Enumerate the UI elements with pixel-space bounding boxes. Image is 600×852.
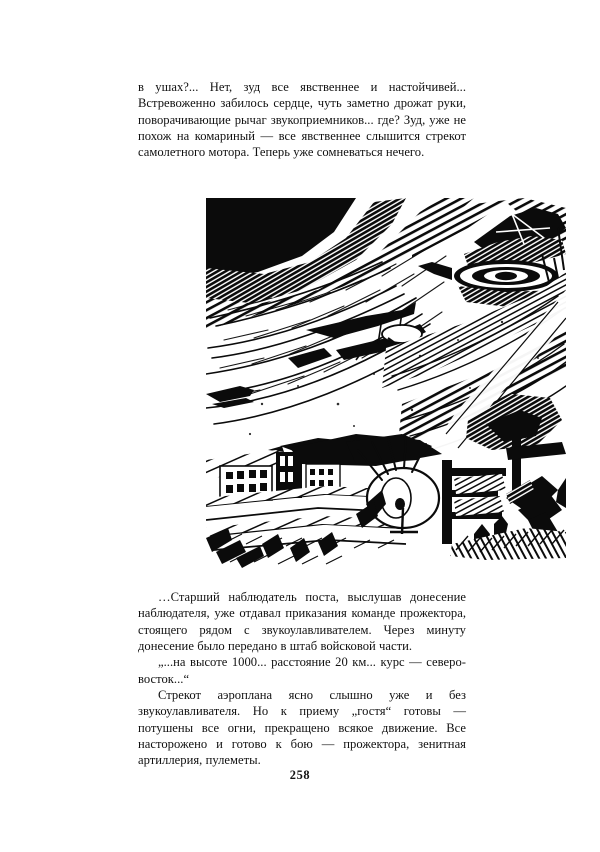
aircraft-large (418, 208, 566, 308)
paragraph: …Старший наблюдатель поста, выслушав дон… (138, 590, 466, 654)
right-structure (442, 438, 566, 544)
searchlight (356, 437, 441, 535)
page-number: 258 (289, 768, 311, 782)
illustration (206, 198, 566, 574)
anti-aircraft-gun (474, 476, 566, 552)
paragraph: Стрекот аэроплана ясно слышно уже и без … (138, 688, 466, 768)
aircraft-biplane-mid (288, 302, 426, 368)
bottom-text-block: …Старший наблюдатель поста, выслушав дон… (138, 589, 466, 769)
illustration-artwork (206, 198, 566, 574)
top-text-block: в ушах?... Нет, зуд все явственнее и нас… (138, 79, 466, 161)
aircraft-small-left (206, 386, 254, 408)
paragraph: в ушах?... Нет, зуд все явственнее и нас… (138, 80, 466, 160)
paragraph-quote: „...на высоте 1000... расстояние 20 км..… (138, 655, 466, 686)
foreground-detail (206, 528, 338, 568)
